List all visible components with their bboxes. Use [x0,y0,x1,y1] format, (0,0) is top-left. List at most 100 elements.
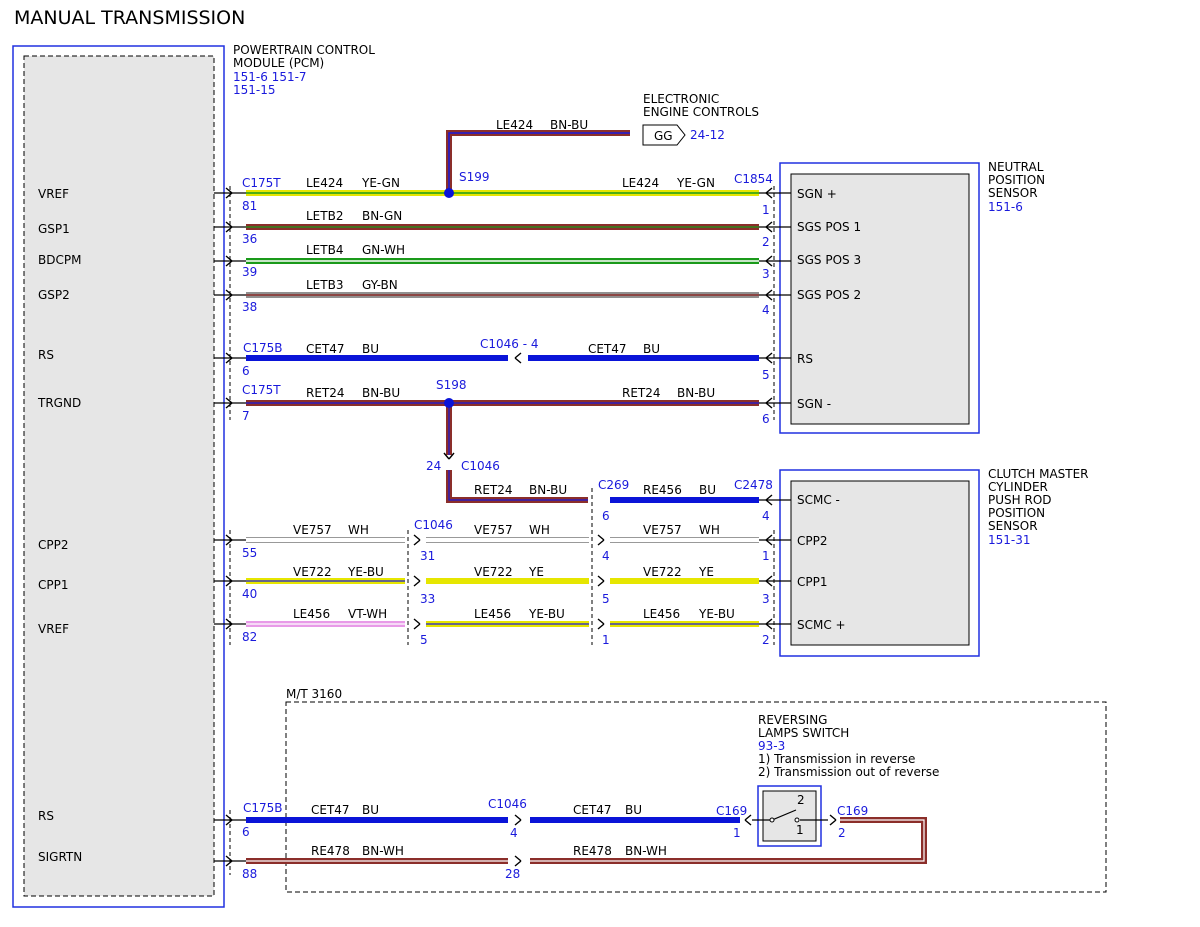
nps-ref: 151-6 [988,200,1023,214]
pcm-pin-vref: VREF [38,187,69,201]
nps-pin-num-5: 5 [762,368,770,382]
wire-le424-bn: LE424 [496,118,533,132]
wire-cet47-b-color: BU [643,342,660,356]
wire-letb3-color: GY-BN [362,278,398,292]
wire-letb4-color: GN-WH [362,243,405,257]
cmc-name-4: POSITION [988,506,1045,520]
wire-ret24-b: RET24 [622,386,661,400]
conn-c1046-3: C1046 [488,797,527,811]
pcm-name-1: POWERTRAIN CONTROL [233,43,375,57]
rls-note-2: 2) Transmission out of reverse [758,765,939,779]
wire-ve757-a-color: WH [348,523,369,537]
wire-ret24-c: RET24 [474,483,513,497]
pin-c169-1: 1 [733,826,741,840]
wire-cet47-a-color: BU [362,342,379,356]
wire-le456-b: LE456 [474,607,511,621]
cmc-pin-num-3: 3 [762,592,770,606]
wire-le424-b: LE424 [622,176,659,190]
conn-c175b-2: C175B [243,801,283,815]
rls-name-1: REVERSING [758,713,827,727]
wire-letb3: LETB3 [306,278,343,292]
pin-55: 55 [242,546,257,560]
rls-ref: 93-3 [758,739,785,753]
pin-c1046-4: 4 [510,826,518,840]
wire-ve722-c: VE722 [643,565,682,579]
wire-re478-a: RE478 [311,844,350,858]
page-title: MANUAL TRANSMISSION [14,7,245,29]
conn-c169-2: C169 [837,804,868,818]
wire-ret24-c-color: BN-BU [529,483,567,497]
pin-c1046-5: 5 [420,633,428,647]
nps-pin-num-3: 3 [762,267,770,281]
conn-c1854: C1854 [734,172,773,186]
wire-re456: RE456 [643,483,682,497]
wire-labels: LE424 BN-BU LE424 YE-GN LE424 YE-GN LETB… [293,118,735,858]
wire-le456-c: LE456 [643,607,680,621]
wire-ret24-a: RET24 [306,386,345,400]
connector-labels: C175T C1854 S199 C175B C1046 - 4 C175T S… [242,170,868,818]
conn-c169-1: C169 [716,804,747,818]
splice-s199 [444,188,454,198]
pcm-pin-gsp1: GSP1 [38,222,70,236]
nps-pin-sgs-pos-1: SGS POS 1 [797,220,861,234]
wire-ve757-c-color: WH [699,523,720,537]
pcm-name-2: MODULE (PCM) [233,56,324,70]
conn-c1046-2: C1046 [414,518,453,532]
pin-82: 82 [242,630,257,644]
pin-c269-1: 1 [602,633,610,647]
conn-c2478: C2478 [734,478,773,492]
pin-28: 28 [505,867,520,881]
wire-ve757-c: VE757 [643,523,682,537]
eec-name-1: ELECTRONIC [643,92,719,106]
wire-cet47-b: CET47 [588,342,627,356]
eec-tag: GG [654,129,673,143]
pcm-pin-cpp1: CPP1 [38,578,69,592]
wire-cet47-c-color: BU [362,803,379,817]
clutch-master-cylinder-sensor: CLUTCH MASTER CYLINDER PUSH ROD POSITION… [779,467,1089,657]
pin-36: 36 [242,232,257,246]
wire-ve722-c-color: YE [698,565,714,579]
mt-3160-box: M/T 3160 [285,687,1107,893]
pcm-pin-bdcpm: BDCPM [38,253,81,267]
reversing-lamps-switch: REVERSING LAMPS SWITCH 93-3 1) Transmiss… [752,713,939,847]
cmc-ref: 151-31 [988,533,1031,547]
cmc-pin-scmc-plus: SCMC + [797,618,846,632]
wire-le456-a: LE456 [293,607,330,621]
pin-c169-2: 2 [838,826,846,840]
pcm-module: POWERTRAIN CONTROL MODULE (PCM) 151-6 15… [12,43,375,908]
pcm-pin-rs: RS [38,348,54,362]
wire-re478-b: RE478 [573,844,612,858]
nps-pin-rs: RS [797,352,813,366]
wire-cet47-c: CET47 [311,803,350,817]
wire-ve722-a-color: YE-BU [347,565,384,579]
wire-letb2-color: BN-GN [362,209,402,223]
cmc-pin-num-1: 1 [762,549,770,563]
cmc-name-5: SENSOR [988,519,1038,533]
pcm-pin-trgnd: TRGND [37,396,81,410]
nps-pin-sgs-pos-2: SGS POS 2 [797,288,861,302]
splice-s198 [444,398,454,408]
wire-letb4: LETB4 [306,243,343,257]
pcm-ref-2: 151-15 [233,83,276,97]
nps-name-2: POSITION [988,173,1045,187]
pin-6: 6 [242,364,250,378]
conn-c175t-2: C175T [242,383,281,397]
nps-pin-sgs-pos-3: SGS POS 3 [797,253,861,267]
pin-c269-6: 6 [602,509,610,523]
wire-re478-b-color: BN-WH [625,844,667,858]
cmc-name-2: CYLINDER [988,480,1048,494]
rls-pos-2: 2 [797,793,805,807]
nps-pin-num-2: 2 [762,235,770,249]
wire-ve757-b-color: WH [529,523,550,537]
conn-c269: C269 [598,478,629,492]
pin-40: 40 [242,587,257,601]
wire-ve757-a: VE757 [293,523,332,537]
wire-le424-bn-color: BN-BU [550,118,588,132]
mt-label: M/T 3160 [286,687,342,701]
pcm-pin-sigrtn: SIGRTN [38,850,82,864]
pin-arrows [214,192,791,862]
wire-le456-a-color: VT-WH [348,607,387,621]
nps-pin-sgn-plus: SGN + [797,187,837,201]
pin-38: 38 [242,300,257,314]
